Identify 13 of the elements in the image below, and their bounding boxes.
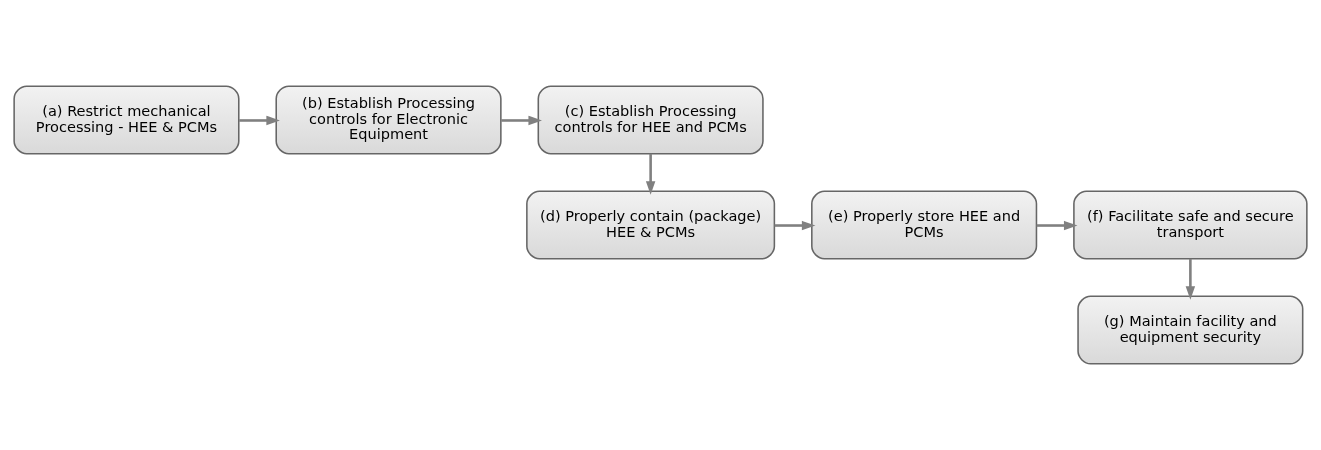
node-box: (d) Properly contain (package) HEE & PCMs bbox=[526, 190, 776, 260]
arrow bbox=[1036, 220, 1078, 231]
arrow bbox=[239, 115, 280, 126]
node-box: (b) Establish Processing controls for Electronic Equipment bbox=[275, 85, 502, 155]
node-box: (g) Maintain facility and equipment security bbox=[1077, 295, 1304, 365]
node-box: (f) Facilitate safe and secure transport bbox=[1073, 190, 1308, 260]
node-box: (c) Establish Processing controls for HEE and PCMs bbox=[537, 85, 764, 155]
arrow bbox=[1185, 258, 1196, 300]
arrow bbox=[774, 220, 816, 231]
node-box: (a) Restrict mechanical Processing - HEE & PCMs bbox=[13, 85, 240, 155]
arrow bbox=[645, 153, 656, 195]
node-box: (e) Properly store HEE and PCMs bbox=[811, 190, 1038, 260]
arrow bbox=[501, 115, 542, 126]
